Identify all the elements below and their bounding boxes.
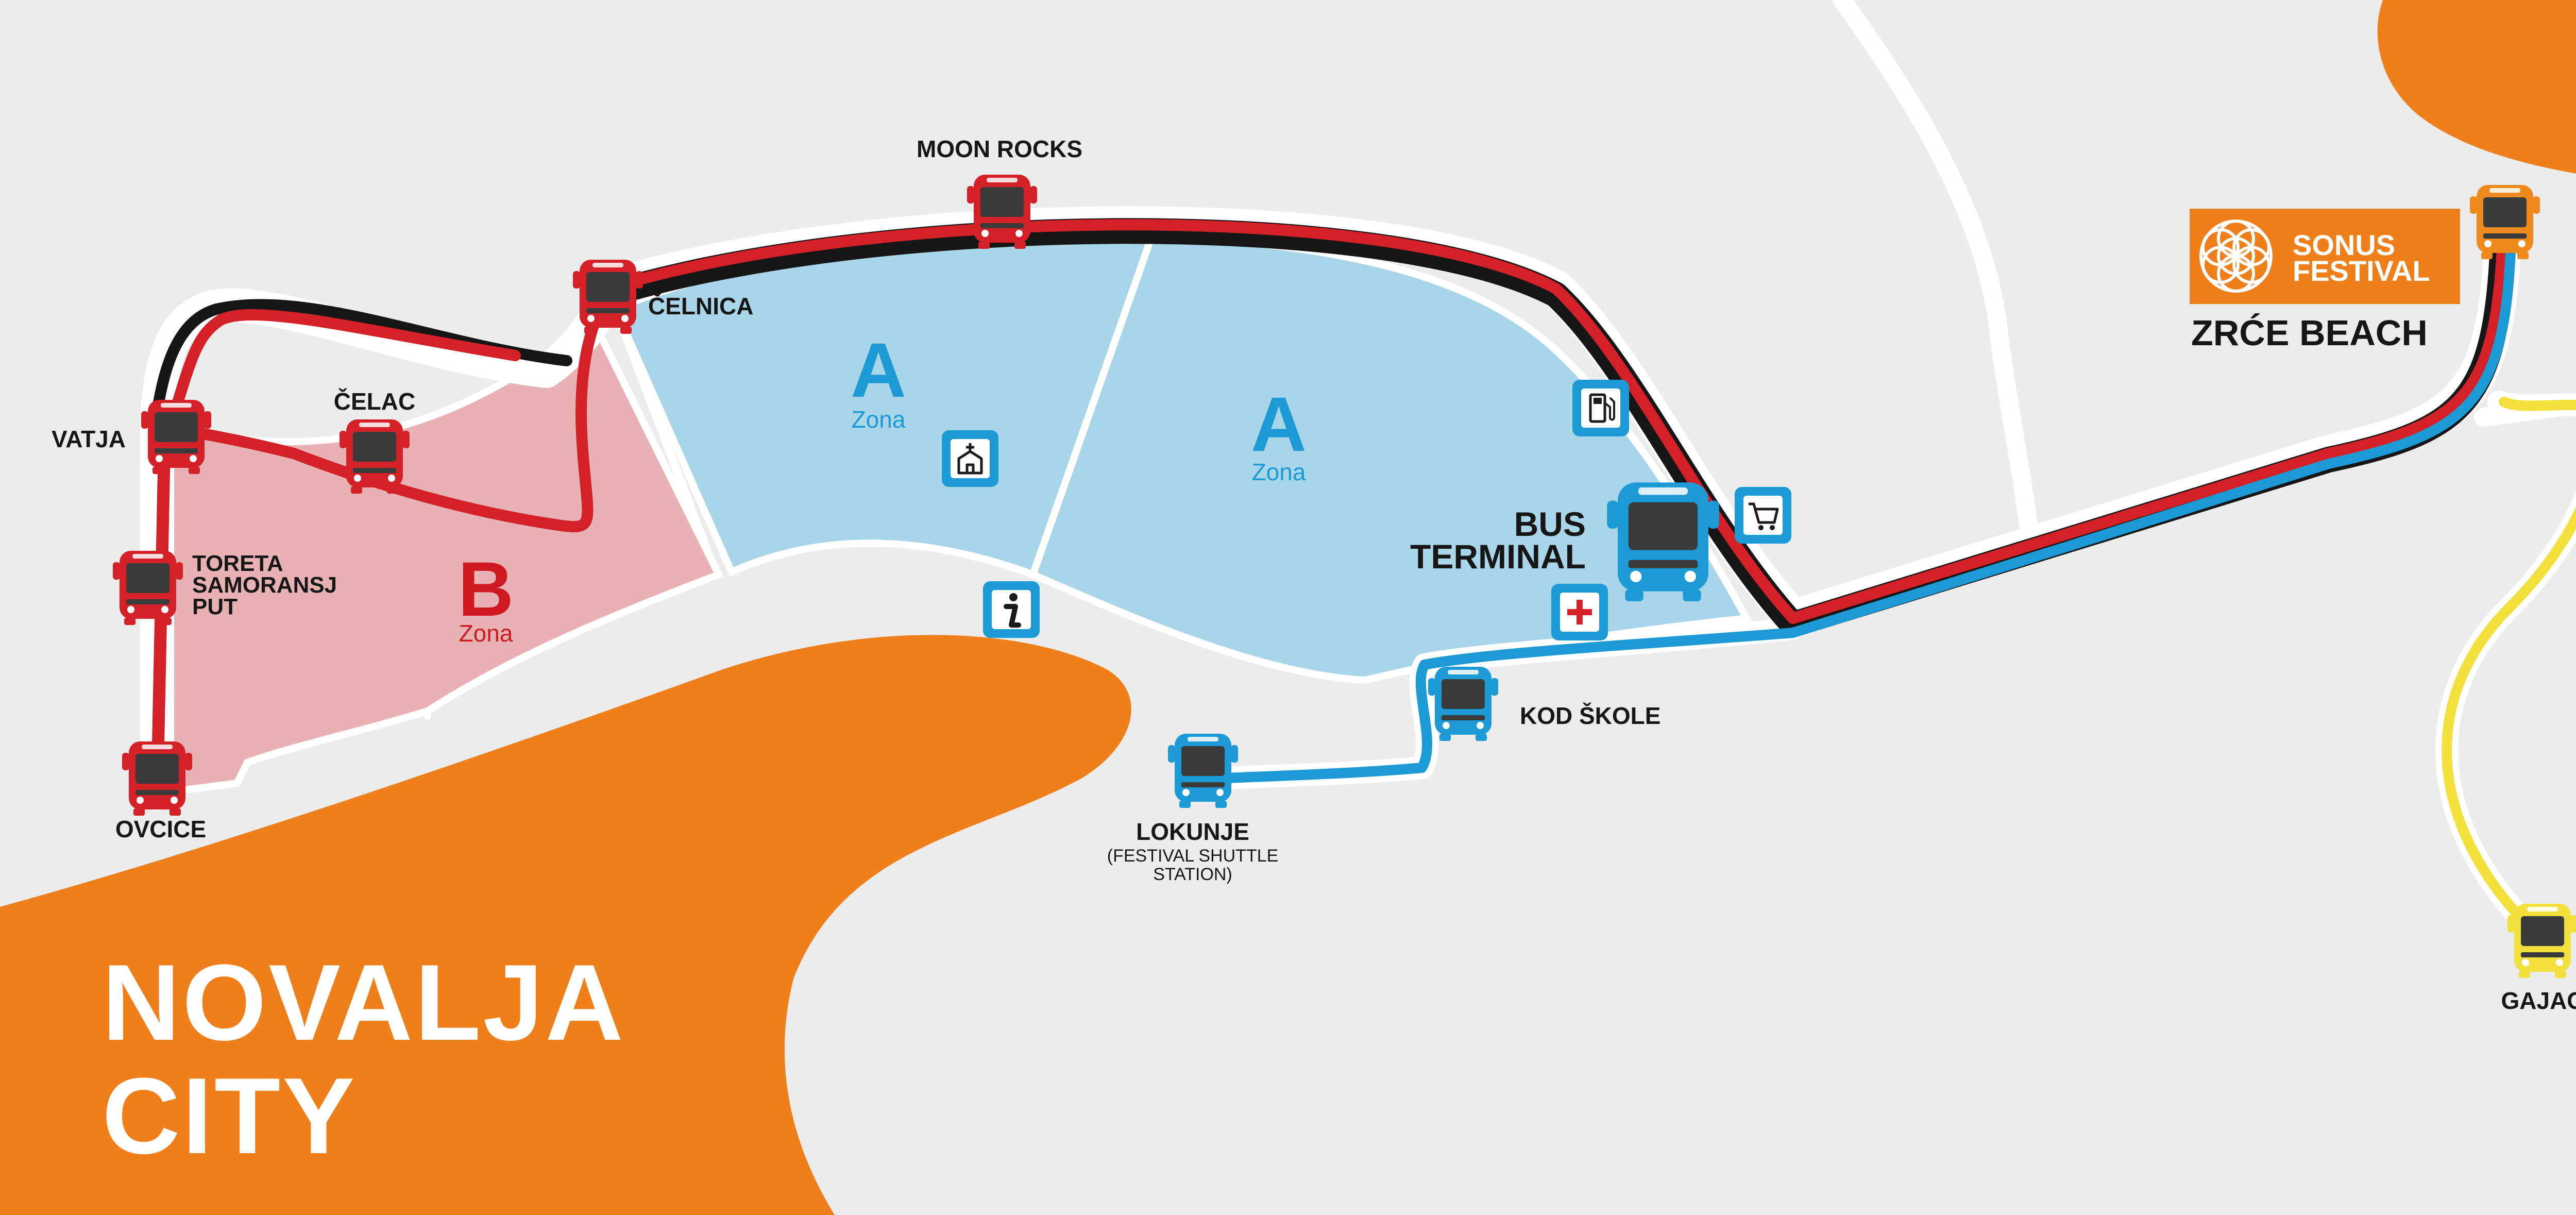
first-aid-icon[interactable] [1551,584,1608,640]
zone-a-east-letter: A [1251,381,1307,467]
shopping-cart-icon[interactable] [1735,487,1791,544]
label-zrce-beach: ZRĆE BEACH [2191,313,2428,353]
bus-stop-celnica-icon[interactable] [573,260,643,334]
festival-name-line1: SONUS [2293,229,2395,261]
zone-b-word: Zona [459,620,513,647]
bus-stop-celac-icon[interactable] [340,419,410,494]
zone-b-letter: B [458,546,514,632]
bus-terminal-icon[interactable] [1607,482,1719,601]
label-lokunje-sub2: STATION) [1153,865,1232,884]
zone-a-east-word: Zona [1252,459,1306,485]
bus-stop-vatja-icon[interactable] [141,400,211,474]
label-moon-rocks: MOON ROCKS [917,136,1082,162]
bus-stop-kod-skole-icon[interactable] [1428,667,1498,741]
zone-a-west-letter: A [851,327,906,413]
zone-a-west-word: Zona [852,406,906,433]
label-toreta-line2: SAMORANSJ [192,572,337,598]
church-icon[interactable] [942,430,998,487]
bus-stop-lokunje-icon[interactable] [1168,734,1238,808]
bus-stop-toreta-icon[interactable] [113,551,183,625]
label-vatja: VATJA [52,426,126,452]
sonus-festival-logo: SONUS FESTIVAL [2190,209,2460,304]
sea-zrce [2377,0,2576,174]
routes [140,193,2576,949]
festival-name-line2: FESTIVAL [2293,255,2430,287]
label-toreta-line3: PUT [192,594,238,619]
fuel-icon[interactable] [1572,380,1629,436]
label-celac: ČELAC [334,388,415,415]
label-celnica: ČELNICA [648,293,753,319]
label-kod-skole: KOD ŠKOLE [1520,702,1660,729]
info-icon[interactable] [983,581,1040,638]
label-bus-terminal-line2: TERMINAL [1410,537,1586,576]
label-toreta-line1: TORETA [192,551,283,576]
bus-stop-ovcice-icon[interactable] [122,741,192,816]
city-title-line2: CITY [102,1055,357,1176]
zone-a-east [1028,233,1753,684]
bus-stop-zrce-beach-icon[interactable] [2470,185,2540,259]
label-lokunje-sub1: (FESTIVAL SHUTTLE [1107,846,1279,866]
label-ovcice: OVCICE [115,816,206,842]
label-lokunje: LOKUNJE [1136,818,1249,845]
bus-stop-gajac-icon[interactable] [2507,904,2576,978]
flower-of-life-icon [2199,220,2273,293]
bus-stop-moon-rocks-icon[interactable] [967,175,1037,249]
label-bus-terminal-line1: BUS [1514,505,1586,543]
sea-novalja [0,635,1131,1215]
label-gajac: GAJAC [2501,987,2576,1014]
city-title-line1: NOVALJA [102,942,625,1063]
